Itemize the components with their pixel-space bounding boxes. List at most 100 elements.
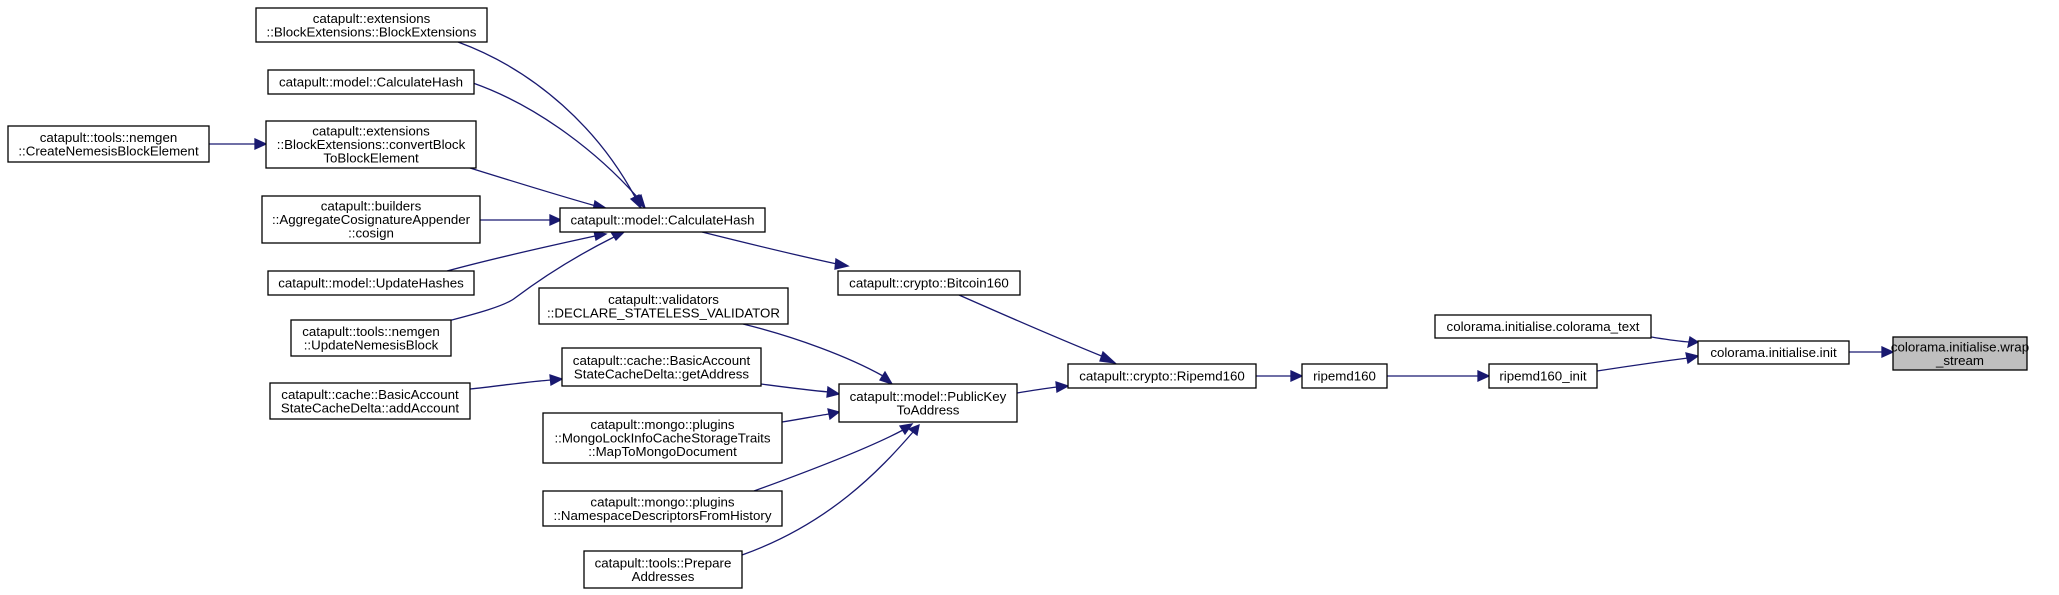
node-box <box>838 383 1018 423</box>
node-label: catapult::extensions <box>313 11 431 26</box>
node-label: _stream <box>1935 353 1984 368</box>
node-catapult-crypto-bitcoin160[interactable]: catapult::crypto::Bitcoin160 <box>837 270 1021 296</box>
node-catapult-mongo-plugins-namespacedescriptorsfromhistory[interactable]: catapult::mongo::plugins::NamespaceDescr… <box>542 490 783 527</box>
node-label: ::cosign <box>348 226 394 241</box>
edge-arrowhead <box>1477 369 1491 383</box>
node-box <box>561 347 762 387</box>
edge-crypto-ripemd160-to-ripemd160 <box>1256 369 1304 383</box>
node-label: catapult::mongo::plugins <box>590 494 734 509</box>
node-label: colorama.initialise.wrap <box>1891 339 2029 354</box>
node-label: catapult::cache::BasicAccount <box>573 353 751 368</box>
node-catapult-builders-cosign[interactable]: catapult::builders::AggregateCosignature… <box>261 195 481 244</box>
node-label: StateCacheDelta::addAccount <box>281 400 459 415</box>
edge-arrowhead <box>1290 369 1304 383</box>
node-box <box>290 319 452 357</box>
node-label: catapult::tools::Prepare <box>595 555 732 570</box>
edge-arrowhead <box>1685 352 1700 365</box>
edge-line <box>1016 386 1058 394</box>
nodes-layer: colorama.initialise.wrap_streamcolorama.… <box>7 7 2029 589</box>
node-label: ::MapToMongoDocument <box>588 444 737 459</box>
edge-declare-validator-to-publickey-to-address <box>742 323 894 386</box>
edge-line <box>1650 336 1690 343</box>
node-box <box>542 490 783 527</box>
edge-update-hashes-to-calculate-hash-main <box>446 230 608 272</box>
edge-arrowhead <box>609 231 626 242</box>
node-label: ::MongoLockInfoCacheStorageTraits <box>554 431 770 446</box>
edge-line <box>1596 357 1689 372</box>
node-catapult-cache-getaddress[interactable]: catapult::cache::BasicAccountStateCacheD… <box>561 347 762 387</box>
edge-line <box>741 431 914 556</box>
edge-line <box>457 41 636 198</box>
node-label: ToBlockElement <box>323 151 419 166</box>
edge-calculate-hash-2-to-calculate-hash-main <box>472 82 647 210</box>
edge-line <box>753 429 904 492</box>
node-label: ::NamespaceDescriptorsFromHistory <box>554 508 772 523</box>
edge-get-address-to-publickey-to-address <box>760 383 841 398</box>
node-box <box>267 270 475 296</box>
edge-arrowhead <box>1099 350 1117 364</box>
node-box <box>265 120 477 169</box>
node-colorama-initialise-init[interactable]: colorama.initialise.init <box>1697 340 1850 365</box>
edge-calculate-hash-main-to-bitcoin160 <box>701 231 850 270</box>
node-label: ripemd160_init <box>1499 369 1587 384</box>
node-label: ::BlockExtensions::convertBlock <box>277 137 466 152</box>
node-catapult-model-calculatehash-caller[interactable]: catapult::model::CalculateHash <box>267 69 475 95</box>
node-box <box>261 195 481 244</box>
node-label: catapult::cache::BasicAccount <box>281 387 459 402</box>
edge-line <box>701 231 838 265</box>
node-catapult-validators-declare-stateless-validator[interactable]: catapult::validators::DECLARE_STATELESS_… <box>538 287 789 325</box>
node-label: catapult::crypto::Ripemd160 <box>1079 369 1245 384</box>
node-catapult-extensions-convertblocktoblockelement[interactable]: catapult::extensions::BlockExtensions::c… <box>265 120 477 169</box>
node-box <box>538 287 789 325</box>
node-catapult-crypto-ripemd160[interactable]: catapult::crypto::Ripemd160 <box>1067 363 1257 389</box>
edges-layer <box>209 41 1895 556</box>
node-box <box>1892 336 2028 371</box>
node-label: catapult::crypto::Bitcoin160 <box>849 276 1009 291</box>
node-catapult-model-calculatehash[interactable]: catapult::model::CalculateHash <box>559 207 766 233</box>
node-box <box>837 270 1021 296</box>
edge-block-extensions-to-calculate-hash-main <box>457 41 642 210</box>
edge-line <box>781 413 830 423</box>
node-label: ::BlockExtensions::BlockExtensions <box>267 24 477 39</box>
edge-arrowhead <box>826 385 841 398</box>
edge-create-nemesis-to-convert-block <box>209 137 268 151</box>
edge-colorama-text-to-init <box>1650 335 1700 349</box>
edge-arrowhead <box>1881 345 1895 359</box>
node-label: ::UpdateNemesisBlock <box>304 337 439 352</box>
node-label: catapult::model::PublicKey <box>850 389 1007 404</box>
edge-bitcoin160-to-crypto-ripemd160 <box>958 294 1117 364</box>
node-box <box>1434 314 1652 339</box>
node-label: Addresses <box>632 569 695 584</box>
node-box <box>269 382 471 420</box>
edge-line <box>469 167 597 207</box>
edge-arrowhead <box>879 370 894 386</box>
node-label: catapult::extensions <box>312 124 430 139</box>
edge-line <box>447 236 615 322</box>
edge-arrowhead <box>1055 381 1070 394</box>
node-colorama-initialise-colorama-text[interactable]: colorama.initialise.colorama_text <box>1434 314 1652 339</box>
edge-line <box>469 379 552 390</box>
node-catapult-tools-nemgen-createnemesisblockelement[interactable]: catapult::tools::nemgen::CreateNemesisBl… <box>7 125 210 163</box>
node-label: catapult::builders <box>321 199 422 214</box>
node-catapult-extensions-blockextensions[interactable]: catapult::extensions::BlockExtensions::B… <box>255 7 488 43</box>
node-catapult-cache-addaccount[interactable]: catapult::cache::BasicAccountStateCacheD… <box>269 382 471 420</box>
edge-convert-block-to-calculate-hash-main <box>469 167 609 212</box>
edge-publickey-to-address-to-crypto-ripemd160 <box>1016 381 1070 394</box>
node-label: ToAddress <box>897 402 960 417</box>
node-box <box>1697 340 1850 365</box>
node-ripemd160-init[interactable]: ripemd160_init <box>1488 363 1598 389</box>
node-catapult-model-updatehashes[interactable]: catapult::model::UpdateHashes <box>267 270 475 296</box>
edge-add-account-to-get-address <box>469 374 564 390</box>
edge-line <box>446 235 596 272</box>
node-catapult-tools-nemgen-updatenemesisblock[interactable]: catapult::tools::nemgen::UpdateNemesisBl… <box>290 319 452 357</box>
node-label: catapult::model::CalculateHash <box>570 213 754 228</box>
node-label: catapult::model::UpdateHashes <box>278 276 464 291</box>
node-ripemd160[interactable]: ripemd160 <box>1301 363 1388 389</box>
node-label: catapult::tools::nemgen <box>302 324 440 339</box>
edge-arrowhead <box>907 423 920 437</box>
node-label: catapult::model::CalculateHash <box>279 75 463 90</box>
node-colorama-initialise-wrap-stream: colorama.initialise.wrap_stream <box>1891 336 2029 371</box>
node-catapult-mongo-plugins-maptomongodocument[interactable]: catapult::mongo::plugins::MongoLockInfoC… <box>542 412 783 464</box>
